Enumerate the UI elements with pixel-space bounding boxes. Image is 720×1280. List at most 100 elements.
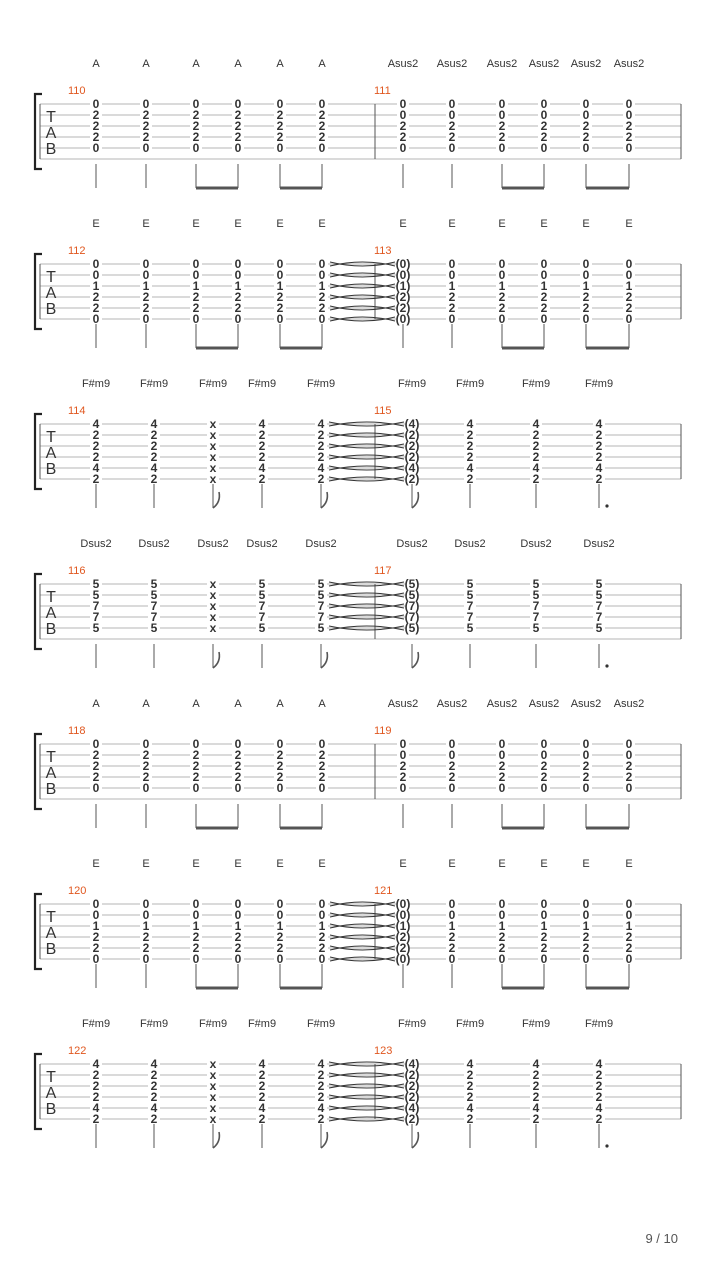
chord-name: E [318, 218, 325, 230]
fret-number: 2 [193, 759, 200, 773]
fret-number: 2 [235, 759, 242, 773]
fret-number: 0 [277, 897, 284, 911]
fret-number: 4 [151, 461, 158, 475]
fret-number: 0 [277, 141, 284, 155]
chord-name: A [318, 698, 326, 710]
fret-number: 2 [193, 290, 200, 304]
fret-number: 0 [235, 141, 242, 155]
fret-number: 1 [193, 279, 200, 293]
fret-number: 4 [533, 417, 540, 431]
fret-number: 0 [400, 141, 407, 155]
tab-clef-letter: A [46, 925, 57, 942]
fret-number: 0 [583, 268, 590, 282]
fret-number: 2 [400, 770, 407, 784]
chord-name: Dsus2 [80, 538, 111, 550]
fret-number: 0 [499, 108, 506, 122]
fret-number: 2 [277, 290, 284, 304]
fret-number: 0 [449, 268, 456, 282]
chord-name: F#m9 [248, 378, 276, 390]
fret-number: 7 [259, 599, 266, 613]
fret-number: 2 [93, 759, 100, 773]
fret-number: 0 [626, 897, 633, 911]
fret-number: 7 [93, 610, 100, 624]
fret-number: 7 [259, 610, 266, 624]
fret-number: 2 [151, 1112, 158, 1126]
fret-number: 7 [533, 610, 540, 624]
fret-number: x [210, 450, 217, 464]
note-flag [320, 1131, 329, 1149]
chord-name: E [625, 218, 632, 230]
chord-name: Asus2 [614, 698, 645, 710]
fret-number: 0 [400, 748, 407, 762]
chord-name: Dsus2 [396, 538, 427, 550]
fret-number: 2 [259, 1068, 266, 1082]
fret-number: 1 [626, 279, 633, 293]
fret-number: 5 [533, 577, 540, 591]
fret-number: 2 [193, 941, 200, 955]
fret-number: 4 [318, 461, 325, 475]
fret-number: (5) [405, 588, 420, 602]
fret-number: 0 [583, 781, 590, 795]
fret-number: 0 [499, 268, 506, 282]
fret-number: 5 [318, 577, 325, 591]
note-dot [605, 1144, 609, 1148]
fret-number: 2 [449, 930, 456, 944]
fret-number: 0 [626, 748, 633, 762]
measure-number: 113 [374, 245, 392, 257]
fret-number: 2 [499, 930, 506, 944]
fret-number: 0 [499, 748, 506, 762]
fret-number: 0 [400, 97, 407, 111]
fret-number: x [210, 417, 217, 431]
fret-number: x [210, 472, 217, 486]
fret-number: 4 [151, 1101, 158, 1115]
fret-number: (2) [405, 428, 420, 442]
fret-number: 0 [93, 97, 100, 111]
fret-number: x [210, 599, 217, 613]
fret-number: x [210, 588, 217, 602]
tab-clef-letter: B [46, 781, 57, 798]
fret-number: 0 [235, 897, 242, 911]
fret-number: 2 [583, 941, 590, 955]
fret-number: 0 [449, 781, 456, 795]
fret-number: 5 [93, 588, 100, 602]
fret-number: 0 [143, 781, 150, 795]
fret-number: 0 [143, 312, 150, 326]
chord-name: E [399, 218, 406, 230]
fret-number: 1 [143, 919, 150, 933]
fret-number: 7 [596, 599, 603, 613]
tab-clef-letter: B [46, 461, 57, 478]
system-bracket [33, 252, 42, 331]
tie-arc [328, 625, 405, 631]
fret-number: 4 [318, 1101, 325, 1115]
fret-number: 0 [400, 781, 407, 795]
fret-number: 2 [235, 290, 242, 304]
fret-number: 0 [626, 908, 633, 922]
fret-number: (2) [396, 941, 411, 955]
fret-number: 0 [319, 781, 326, 795]
fret-number: 2 [143, 759, 150, 773]
fret-number: 5 [596, 577, 603, 591]
fret-number: (2) [405, 1068, 420, 1082]
fret-number: 0 [499, 312, 506, 326]
fret-number: 5 [259, 588, 266, 602]
fret-number: 2 [277, 770, 284, 784]
fret-number: 0 [277, 268, 284, 282]
tie-arc [328, 432, 405, 438]
fret-number: 0 [235, 952, 242, 966]
fret-number: 4 [467, 461, 474, 475]
fret-number: 2 [467, 472, 474, 486]
fret-number: (0) [396, 257, 411, 271]
fret-number: (2) [405, 450, 420, 464]
chord-name: Asus2 [571, 58, 602, 70]
